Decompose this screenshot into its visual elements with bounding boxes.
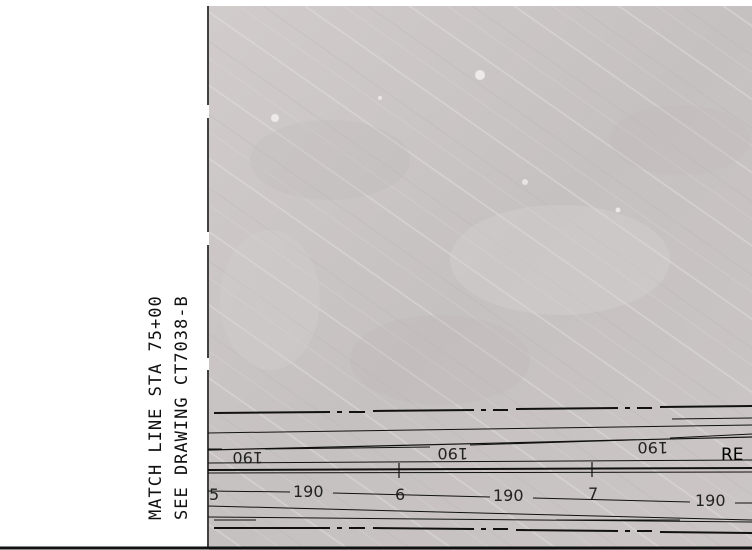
contour-upper <box>208 433 752 450</box>
contour-label: 190 <box>437 444 468 463</box>
match-line-label: MATCH LINE STA 75+00 <box>146 295 166 520</box>
contour-label: 190 <box>695 491 726 510</box>
station-label: 7 <box>588 484 598 503</box>
station-ticks <box>398 462 593 478</box>
right-of-way-upper <box>213 405 752 414</box>
contour-label: 190 <box>293 482 324 501</box>
aerial-photo <box>209 6 752 550</box>
station-label: 6 <box>395 485 405 504</box>
road-name-label: RE <box>721 445 744 465</box>
road-edges <box>207 417 752 523</box>
contour-label: 190 <box>232 448 263 467</box>
right-of-way-lower <box>214 527 752 534</box>
station-label: 5 <box>209 485 219 504</box>
contour-lower <box>207 490 752 504</box>
contour-label: 190 <box>493 486 524 505</box>
contour-label: 190 <box>637 438 668 457</box>
see-drawing-label: SEE DRAWING CT7038-B <box>172 295 192 520</box>
